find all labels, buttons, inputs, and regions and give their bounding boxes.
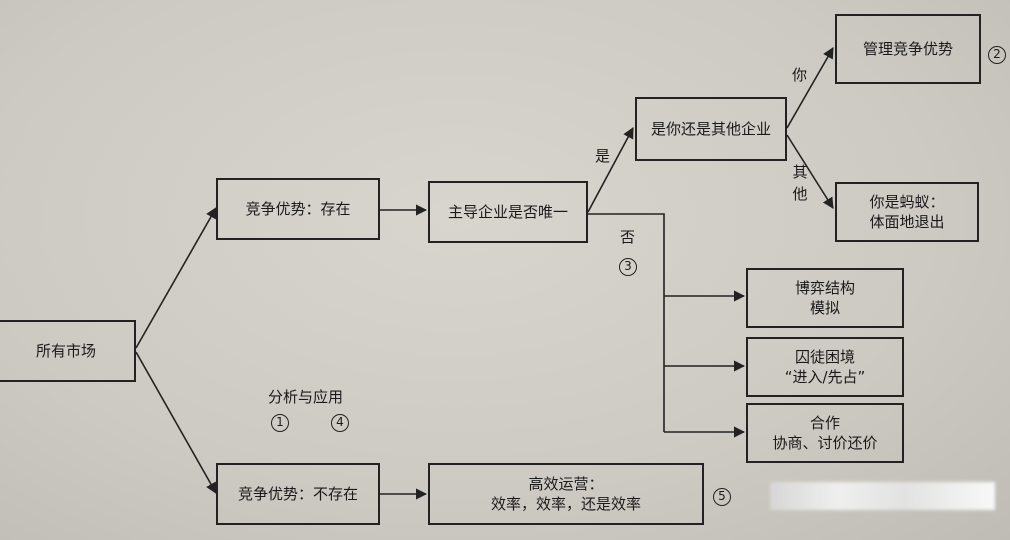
node-all-markets-text: 所有市场 — [35, 342, 96, 360]
marker-2: 2 — [988, 46, 1006, 64]
node-advantage-not-exists-text: 竞争优势：不存在 — [237, 485, 358, 503]
label-no: 否 — [620, 228, 636, 246]
node-you-are-ant-line1: 你是蚂蚁： — [869, 193, 945, 211]
node-dominant-unique-text: 主导企业是否唯一 — [447, 203, 568, 221]
marker-3: 3 — [619, 258, 637, 276]
node-efficient-operation-line2: 效率，效率，还是效率 — [490, 495, 641, 513]
label-yes: 是 — [595, 147, 611, 165]
edge-all-to-exists — [135, 207, 217, 349]
label-other-2: 他 — [792, 185, 808, 203]
edge-you-to-manage — [786, 47, 834, 129]
label-other-1: 其 — [792, 163, 808, 181]
node-you-or-other: 是你还是其他企业 — [635, 97, 787, 161]
node-dominant-unique: 主导企业是否唯一 — [428, 181, 588, 243]
node-you-or-other-text: 是你还是其他企业 — [650, 120, 771, 138]
node-cooperation-line2: 协商、讨价还价 — [772, 434, 878, 452]
node-prisoners-dilemma: 囚徒困境 “进入/先占” — [746, 337, 904, 397]
node-you-are-ant-line2: 体面地退出 — [869, 213, 945, 231]
node-advantage-exists-text: 竞争优势：存在 — [245, 200, 351, 218]
node-all-markets: 所有市场 — [0, 320, 136, 382]
label-you: 你 — [792, 66, 808, 84]
node-efficient-operation: 高效运营： 效率，效率，还是效率 — [428, 463, 704, 525]
node-prisoners-dilemma-line2: “进入/先占” — [784, 368, 866, 386]
node-cooperation: 合作 协商、讨价还价 — [746, 403, 904, 463]
edge-dominant-no-trunk — [588, 213, 665, 432]
node-manage-advantage: 管理竞争优势 — [835, 14, 981, 84]
node-game-simulation-line2: 模拟 — [809, 299, 840, 317]
node-game-simulation: 博弈结构 模拟 — [746, 268, 904, 328]
edge-dominant-yes — [587, 127, 634, 213]
edge-other-to-ant — [786, 134, 834, 209]
node-cooperation-line1: 合作 — [809, 414, 840, 432]
node-game-simulation-line1: 博弈结构 — [794, 279, 855, 297]
marker-5: 5 — [713, 488, 731, 506]
label-analysis-application: 分析与应用 — [268, 388, 344, 406]
blurred-watermark — [770, 482, 995, 510]
node-prisoners-dilemma-line1: 囚徒困境 — [794, 348, 855, 366]
marker-1: 1 — [271, 414, 289, 432]
node-advantage-exists: 竞争优势：存在 — [216, 178, 380, 240]
node-efficient-operation-line1: 高效运营： — [528, 475, 604, 493]
edge-all-to-not-exists — [135, 351, 217, 494]
node-manage-advantage-text: 管理竞争优势 — [862, 40, 953, 58]
node-advantage-not-exists: 竞争优势：不存在 — [216, 463, 380, 525]
node-you-are-ant: 你是蚂蚁： 体面地退出 — [835, 182, 979, 242]
marker-4: 4 — [331, 414, 349, 432]
